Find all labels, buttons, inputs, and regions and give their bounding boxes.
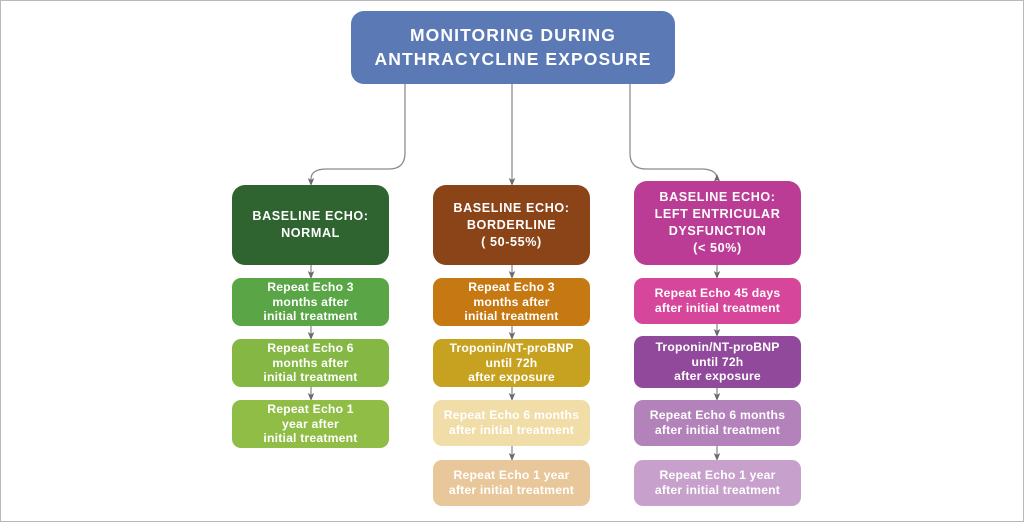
step-purple-2: Troponin/NT-proBNP until 72h after expos… [634, 336, 801, 388]
root-title-box: MONITORING DURING ANTHRACYCLINE EXPOSURE [351, 11, 675, 84]
branch-header-borderline: BASELINE ECHO: BORDERLINE ( 50-55%) [433, 185, 590, 265]
step-brown-2: Troponin/NT-proBNP until 72h after expos… [433, 339, 590, 387]
step-brown-1: Repeat Echo 3 months after initial treat… [433, 278, 590, 326]
branch-header-normal: BASELINE ECHO: NORMAL [232, 185, 389, 265]
branch-header-lv-dysfunction: BASELINE ECHO: LEFT ENTRICULAR DYSFUNCTI… [634, 181, 801, 265]
connector-root-to-green [307, 84, 406, 186]
step-brown-3: Repeat Echo 6 months after initial treat… [433, 400, 590, 446]
step-green-3: Repeat Echo 1 year after initial treatme… [232, 400, 389, 448]
step-green-2: Repeat Echo 6 months after initial treat… [232, 339, 389, 387]
step-green-1: Repeat Echo 3 months after initial treat… [232, 278, 389, 326]
step-purple-4: Repeat Echo 1 year after initial treatme… [634, 460, 801, 506]
step-purple-3: Repeat Echo 6 months after initial treat… [634, 400, 801, 446]
step-brown-4: Repeat Echo 1 year after initial treatme… [433, 460, 590, 506]
step-purple-1: Repeat Echo 45 days after initial treatm… [634, 278, 801, 324]
connector-root-to-purple [629, 84, 721, 183]
